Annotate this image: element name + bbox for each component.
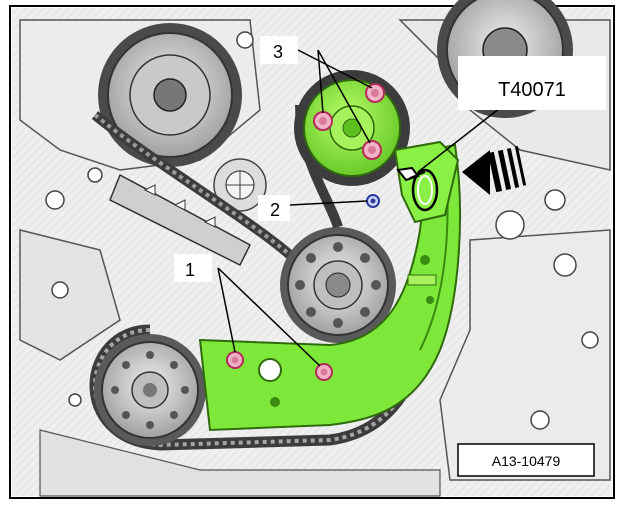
bolts-callout-3 [313,83,385,160]
crankshaft-sprocket [94,334,206,446]
tool-label: T40071 [458,56,606,110]
figure-id-text: A13-10479 [492,453,561,469]
bolt-callout-2 [366,194,380,208]
highlighted-tensioner-upper [393,140,460,224]
callout-2: 2 [258,195,290,221]
camshaft-sprocket-left [98,23,242,167]
arrow-icon [462,146,527,195]
callout-3-text: 3 [273,42,283,62]
tool-hook-icon [396,166,439,212]
highlighted-chain-tensioner-rail [198,143,461,432]
tool-label-text: T40071 [498,79,566,101]
timing-chain-upper [91,111,294,267]
callout-2-text: 2 [270,200,280,220]
figure-border [9,5,615,499]
callout-1-text: 1 [185,260,195,280]
intermediate-sprocket [280,227,396,343]
callout-1: 1 [174,254,212,282]
highlighted-camshaft-sprocket [294,70,410,186]
callout-3: 3 [260,36,298,64]
figure-id: A13-10479 [457,443,595,477]
leader-lines [217,49,501,367]
